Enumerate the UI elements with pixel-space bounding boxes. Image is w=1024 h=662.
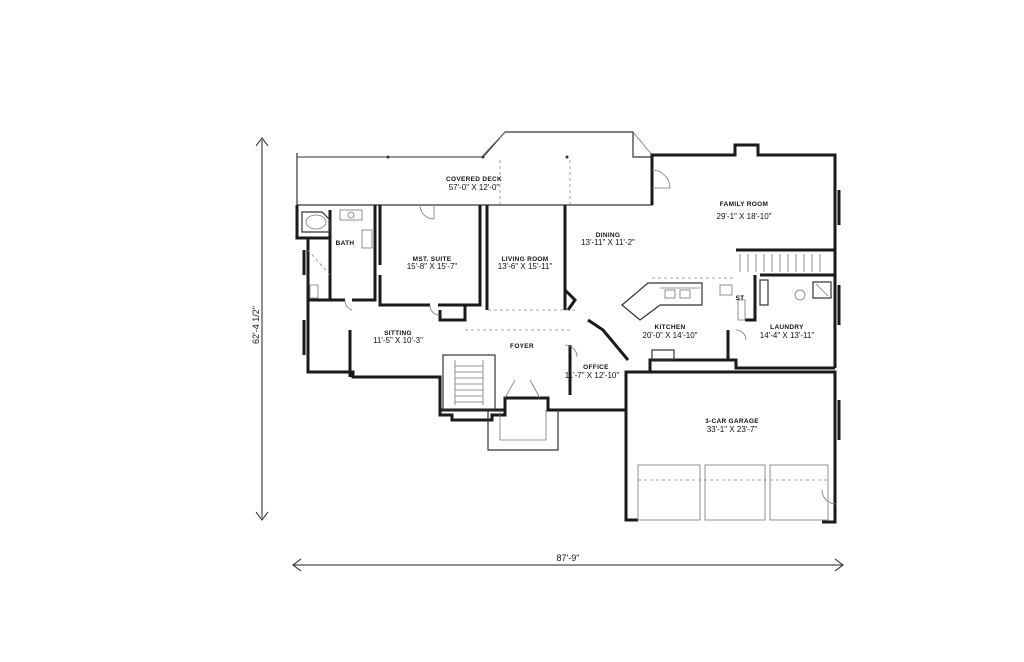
svg-text:BATH: BATH	[336, 240, 355, 247]
room-label-foyer: FOYER	[510, 343, 534, 350]
room-label-dining: DINING 13'-11" X 11'-2"	[581, 232, 635, 247]
dimension-depth-label: 62'-4 1/2"	[251, 306, 261, 344]
dimension-depth: 62'-4 1/2"	[251, 137, 269, 521]
dimension-width: 87'-9"	[292, 553, 844, 572]
room-label-mst-suite: MST. SUITE 15'-8" X 15'-7"	[407, 256, 458, 271]
svg-text:15'-8" X 15'-7": 15'-8" X 15'-7"	[407, 262, 458, 271]
svg-text:ST: ST	[736, 295, 745, 302]
svg-text:20'-0" X 14'-10": 20'-0" X 14'-10"	[643, 331, 698, 340]
svg-text:57'-0" X 12'-0": 57'-0" X 12'-0"	[449, 183, 500, 192]
kitchen-island	[621, 282, 733, 361]
svg-text:14'-4" X 13'-11": 14'-4" X 13'-11"	[760, 331, 815, 340]
entry-porch	[487, 410, 559, 451]
svg-text:FAMILY ROOM: FAMILY ROOM	[720, 201, 768, 208]
room-label-bath: BATH	[336, 240, 355, 247]
room-label-office: OFFICE 11'-7" X 12'-10"	[565, 364, 620, 380]
svg-text:11'-5" X 10'-3": 11'-5" X 10'-3"	[373, 336, 423, 345]
dimension-width-label: 87'-9"	[557, 553, 580, 563]
room-label-kitchen: KITCHEN 20'-0" X 14'-10"	[643, 324, 698, 340]
svg-text:DINING: DINING	[596, 232, 621, 239]
svg-text:LAUNDRY: LAUNDRY	[770, 324, 804, 331]
room-label-living-room: LIVING ROOM 13'-6" X 15'-11"	[498, 256, 553, 271]
svg-text:KITCHEN: KITCHEN	[655, 324, 686, 331]
svg-text:13'-11" X 11'-2": 13'-11" X 11'-2"	[581, 238, 635, 247]
svg-text:13'-6" X 15'-11": 13'-6" X 15'-11"	[498, 262, 553, 271]
svg-text:OFFICE: OFFICE	[583, 364, 609, 371]
svg-text:COVERED DECK: COVERED DECK	[446, 176, 502, 183]
room-label-garage: 3-CAR GARAGE 33'-1" X 23'-7"	[705, 418, 759, 434]
room-label-sitting: SITTING 11'-5" X 10'-3"	[373, 330, 423, 345]
room-label-st: ST	[736, 295, 745, 302]
svg-text:MST. SUITE: MST. SUITE	[413, 256, 452, 263]
svg-text:29'-1" X 18'-10": 29'-1" X 18'-10"	[717, 212, 772, 221]
bath-fixtures	[301, 209, 373, 299]
svg-text:FOYER: FOYER	[510, 343, 534, 350]
room-label-family-room: FAMILY ROOM 29'-1" X 18'-10"	[717, 201, 772, 221]
svg-text:33'-1" X 23'-7": 33'-1" X 23'-7"	[707, 425, 758, 434]
svg-text:LIVING ROOM: LIVING ROOM	[502, 256, 549, 263]
garage-doors	[637, 464, 829, 521]
window-marks	[302, 190, 841, 440]
staircase	[442, 254, 821, 411]
door-swings	[344, 169, 837, 505]
room-label-covered-deck: COVERED DECK 57'-0" X 12'-0"	[446, 176, 502, 192]
svg-text:11'-7" X 12'-10": 11'-7" X 12'-10"	[565, 371, 620, 380]
svg-text:SITTING: SITTING	[384, 330, 412, 337]
room-label-laundry: LAUNDRY 14'-4" X 13'-11"	[760, 324, 815, 340]
covered-deck-area	[296, 131, 653, 206]
open-room-dividers	[465, 277, 736, 331]
svg-text:3-CAR GARAGE: 3-CAR GARAGE	[705, 418, 759, 425]
interior-walls	[297, 205, 837, 524]
laundry-fixtures	[737, 279, 832, 321]
